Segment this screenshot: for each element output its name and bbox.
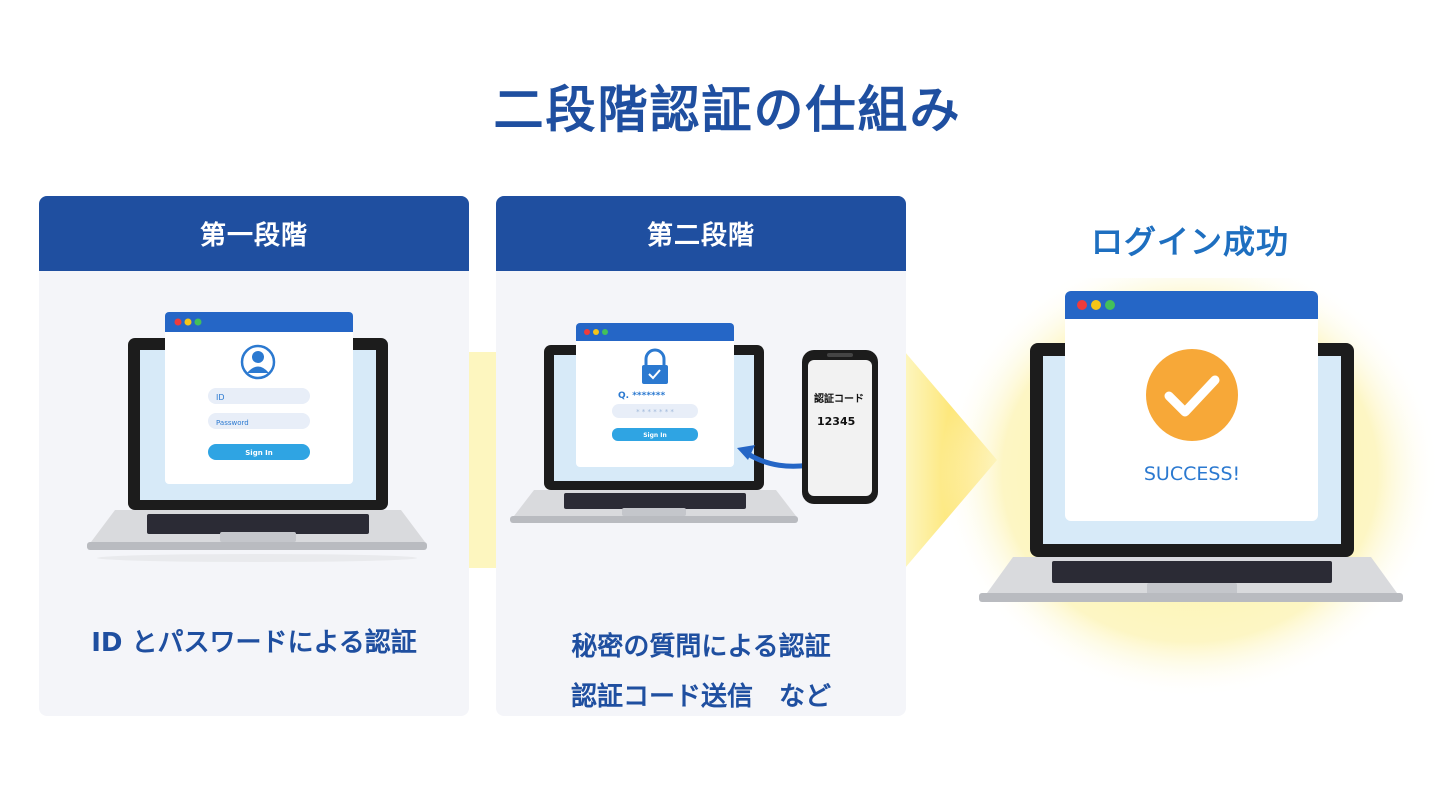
laptop-question-illustration: Q. ******* * * * * * * * Sign In 認証コード 1… <box>510 323 878 523</box>
step2-caption-line1: 秘密の質問による認証 <box>571 632 831 662</box>
connector-band <box>465 352 500 568</box>
question-field: Q. ******* <box>618 391 665 401</box>
laptop-success-illustration: SUCCESS! <box>979 291 1403 602</box>
page-title: 二段階認証の仕組み <box>493 81 962 139</box>
lock-icon <box>642 348 668 384</box>
step1-header: 第一段階 <box>39 196 469 271</box>
phone-code: 12345 <box>817 415 855 428</box>
signin-button: Sign In <box>245 449 272 457</box>
id-field: ID <box>216 393 225 402</box>
success-message: SUCCESS! <box>1144 463 1240 485</box>
smartphone-icon: 認証コード 12345 <box>802 350 878 504</box>
step1-caption: ID とパスワードによる認証 <box>91 628 417 658</box>
phone-code-label: 認証コード <box>814 392 864 405</box>
step2-caption: 秘密の質問による認証 認証コード送信 など <box>496 622 906 716</box>
laptop-login-illustration: ID Password Sign In <box>87 312 427 562</box>
password-field: Password <box>216 419 249 427</box>
check-icon <box>1146 349 1238 441</box>
success-title: ログイン成功 <box>1090 223 1289 261</box>
step2-caption-line2: 認証コード送信 など <box>570 682 831 712</box>
answer-field: * * * * * * * <box>636 408 674 416</box>
signin-button-2: Sign In <box>643 432 667 439</box>
step2-header: 第二段階 <box>496 196 906 271</box>
user-icon <box>240 344 276 380</box>
